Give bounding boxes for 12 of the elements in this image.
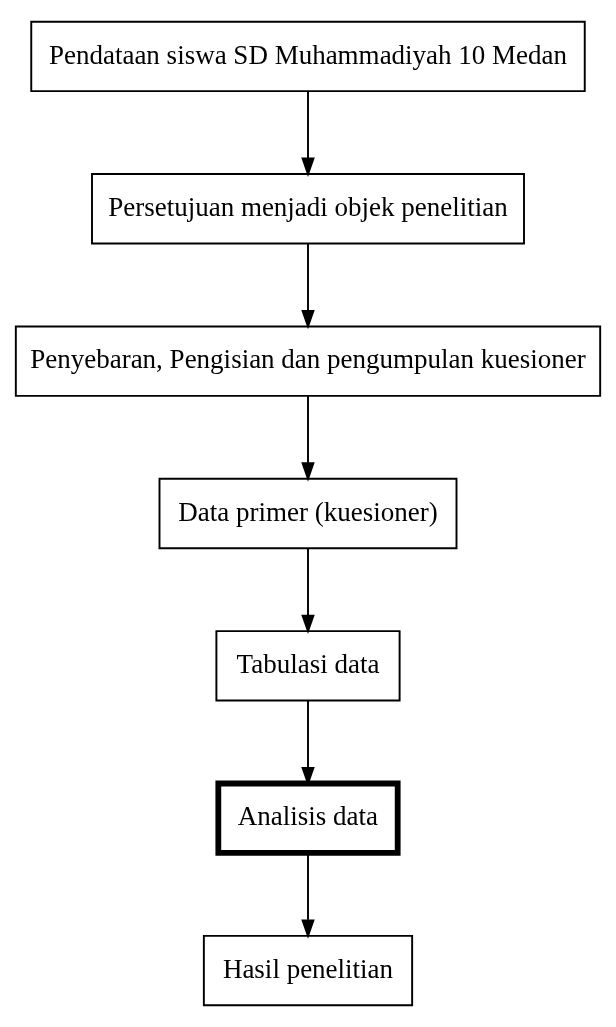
arrow <box>301 242 315 330</box>
arrow <box>301 395 315 482</box>
arrow <box>301 852 315 939</box>
node-box: Penyebaran, Pengisian dan pengumpulan kuesioner <box>14 325 602 397</box>
node-box: Analisis data <box>215 780 401 856</box>
node-box: Tabulasi data <box>215 630 401 702</box>
node-box: Persetujuan menjadi objek penelitian <box>91 173 525 245</box>
node-box: Hasil penelitian <box>202 934 414 1007</box>
node-box: Data primer (kuesioner) <box>158 477 458 550</box>
arrow <box>301 547 315 634</box>
arrow <box>301 90 315 177</box>
node-box: Pendataan siswa SD Muhammadiyah 10 Medan <box>30 20 586 93</box>
